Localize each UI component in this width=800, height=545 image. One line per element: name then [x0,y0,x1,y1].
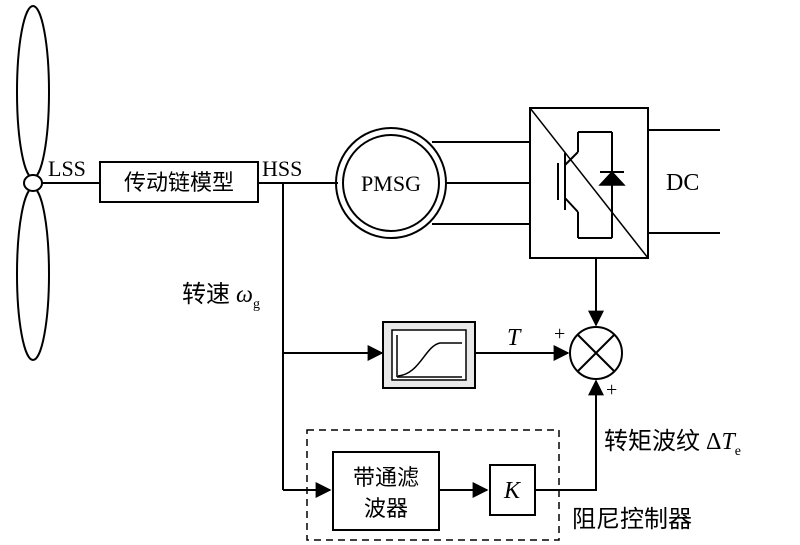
torque-curve [397,342,462,377]
turbine-blade-top [16,5,50,179]
converter-diagonal [529,107,649,259]
dc-label: DC [666,170,699,196]
torque-ripple-text: 转矩波纹 [604,428,706,455]
gain-K-label: K [503,478,522,504]
torque-ripple-subscript: e [735,444,741,459]
gain-to-sum-arrow [535,379,604,491]
power-converter [529,107,649,259]
bandpass-filter-label-line1: 带通滤 [353,465,419,490]
torque-ripple-label: 转矩波纹 ΔTe [604,428,741,459]
damping-controller-dashed-box [306,429,560,541]
pmsg-inner-circle [342,134,440,232]
torque-curve-block [382,321,476,389]
pmsg-label: PMSG [361,171,421,196]
lss-label: LSS [48,156,86,181]
hss-label: HSS [262,156,302,181]
bandpass-filter-label-line2: 波器 [364,496,408,521]
damping-controller-label: 阻尼控制器 [572,506,692,533]
speed-label-subscript: g [253,297,260,312]
turbine-hub [23,174,43,192]
speed-label-omega: ω [236,282,253,308]
torque-ripple-delta: Δ [706,429,721,455]
torque-ripple-T: T [721,429,736,455]
bandpass-filter-box [332,451,440,531]
speed-label: 转速 ωg [182,281,260,312]
summing-plus-left: + [554,323,565,345]
curve-block-inner [391,329,467,381]
diode-symbol [598,132,626,238]
pmsg-generator: PMSG [335,127,447,239]
igbt-symbol [557,131,612,239]
summing-junction [569,326,623,380]
drivetrain-model-label: 传动链模型 [124,170,234,195]
turbine-blade-bottom [16,187,50,361]
turbine-rotor [16,5,50,361]
speed-label-text: 转速 [182,281,236,308]
torque-T-label: T [507,325,522,351]
summing-plus-bottom: + [606,379,617,401]
